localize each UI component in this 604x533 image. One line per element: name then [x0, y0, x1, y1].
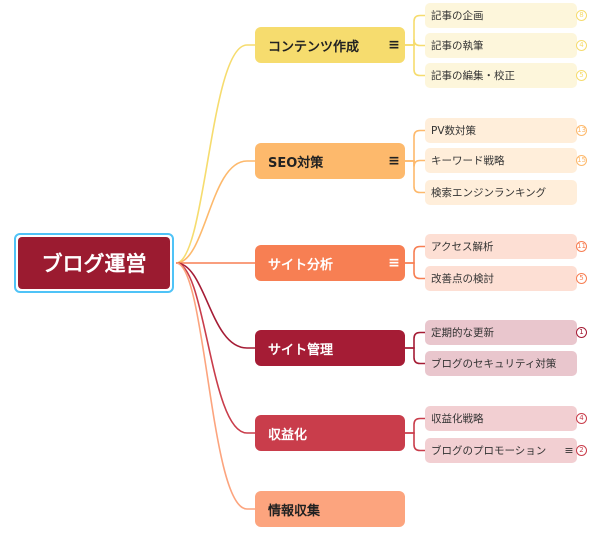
leaf-node[interactable]: キーワード戦略: [425, 148, 577, 173]
leaf-node[interactable]: 改善点の検討: [425, 266, 577, 291]
branch-node-info-gathering[interactable]: 情報収集: [255, 491, 405, 527]
note-lines-icon[interactable]: ≡: [564, 443, 574, 457]
note-lines-icon[interactable]: ≡: [388, 255, 400, 271]
root-branch-connector: [175, 262, 255, 434]
branch-label: サイト管理: [268, 342, 334, 358]
note-lines-icon[interactable]: ≡: [388, 153, 400, 169]
leaf-node[interactable]: ブログのプロモーション ≡: [425, 438, 577, 463]
root-branch-connector: [175, 44, 255, 264]
branch-label: SEO対策: [268, 155, 324, 171]
leaf-node[interactable]: アクセス解析: [425, 234, 577, 259]
leaf-label: 記事の編集・校正: [431, 70, 515, 82]
leaf-node[interactable]: 検索エンジンランキング: [425, 180, 577, 205]
branch-leaf-connector: [405, 331, 425, 349]
root-node[interactable]: ブログ運営: [14, 233, 174, 293]
leaf-label: 記事の執筆: [431, 40, 484, 52]
branch-leaf-connector: [405, 432, 425, 452]
leaf-label: PV数対策: [431, 125, 477, 137]
count-badge[interactable]: 1: [576, 327, 587, 338]
leaf-node[interactable]: PV数対策: [425, 118, 577, 143]
branch-node-seo[interactable]: SEO対策 ≡: [255, 143, 405, 179]
leaf-label: 定期的な更新: [431, 327, 494, 339]
leaf-node[interactable]: ブログのセキュリティ対策: [425, 351, 577, 376]
root-branch-connector: [175, 160, 255, 264]
count-badge[interactable]: 4: [576, 413, 587, 424]
leaf-node[interactable]: 記事の編集・校正: [425, 63, 577, 88]
count-badge[interactable]: 5: [576, 70, 587, 81]
note-lines-icon[interactable]: ≡: [388, 37, 400, 53]
count-badge[interactable]: 11: [576, 241, 587, 252]
branch-node-content-creation[interactable]: コンテンツ作成 ≡: [255, 27, 405, 63]
branch-node-site-management[interactable]: サイト管理: [255, 330, 405, 366]
branch-node-site-analysis[interactable]: サイト分析 ≡: [255, 245, 405, 281]
count-badge[interactable]: 15: [576, 155, 587, 166]
root-branch-connector: [175, 262, 255, 349]
branch-node-monetization[interactable]: 収益化: [255, 415, 405, 451]
branch-label: サイト分析: [268, 257, 334, 273]
branch-label: コンテンツ作成: [268, 39, 360, 55]
leaf-node[interactable]: 記事の執筆: [425, 33, 577, 58]
leaf-label: キーワード戦略: [431, 155, 505, 167]
branch-leaf-connector: [405, 44, 425, 77]
branch-label: 収益化: [268, 427, 308, 443]
branch-leaf-connector: [405, 347, 425, 365]
leaf-label: アクセス解析: [431, 241, 494, 253]
branch-leaf-connector: [405, 262, 425, 280]
leaf-node[interactable]: 記事の企画: [425, 3, 577, 28]
leaf-label: 収益化戦略: [431, 413, 484, 425]
leaf-label: 改善点の検討: [431, 273, 494, 285]
leaf-node[interactable]: 収益化戦略: [425, 406, 577, 431]
leaf-label: 検索エンジンランキング: [431, 187, 547, 199]
branch-leaf-connector: [405, 129, 425, 162]
count-badge[interactable]: 5: [576, 273, 587, 284]
branch-leaf-connector: [405, 417, 425, 434]
branch-leaf-connector: [405, 39, 425, 47]
branch-label: 情報収集: [268, 503, 321, 519]
branch-leaf-connector: [405, 14, 425, 46]
count-badge[interactable]: 8: [576, 10, 587, 21]
leaf-label: 記事の企画: [431, 10, 484, 22]
branch-leaf-connector: [405, 160, 425, 194]
leaf-node[interactable]: 定期的な更新: [425, 320, 577, 345]
branch-leaf-connector: [405, 245, 425, 264]
count-badge[interactable]: 4: [576, 40, 587, 51]
count-badge[interactable]: 2: [576, 445, 587, 456]
leaf-label: ブログのプロモーション: [431, 445, 547, 457]
root-node-label: ブログ運営: [18, 237, 170, 289]
leaf-label: ブログのセキュリティ対策: [431, 358, 557, 370]
count-badge[interactable]: 13: [576, 125, 587, 136]
root-branch-connector: [175, 262, 255, 510]
